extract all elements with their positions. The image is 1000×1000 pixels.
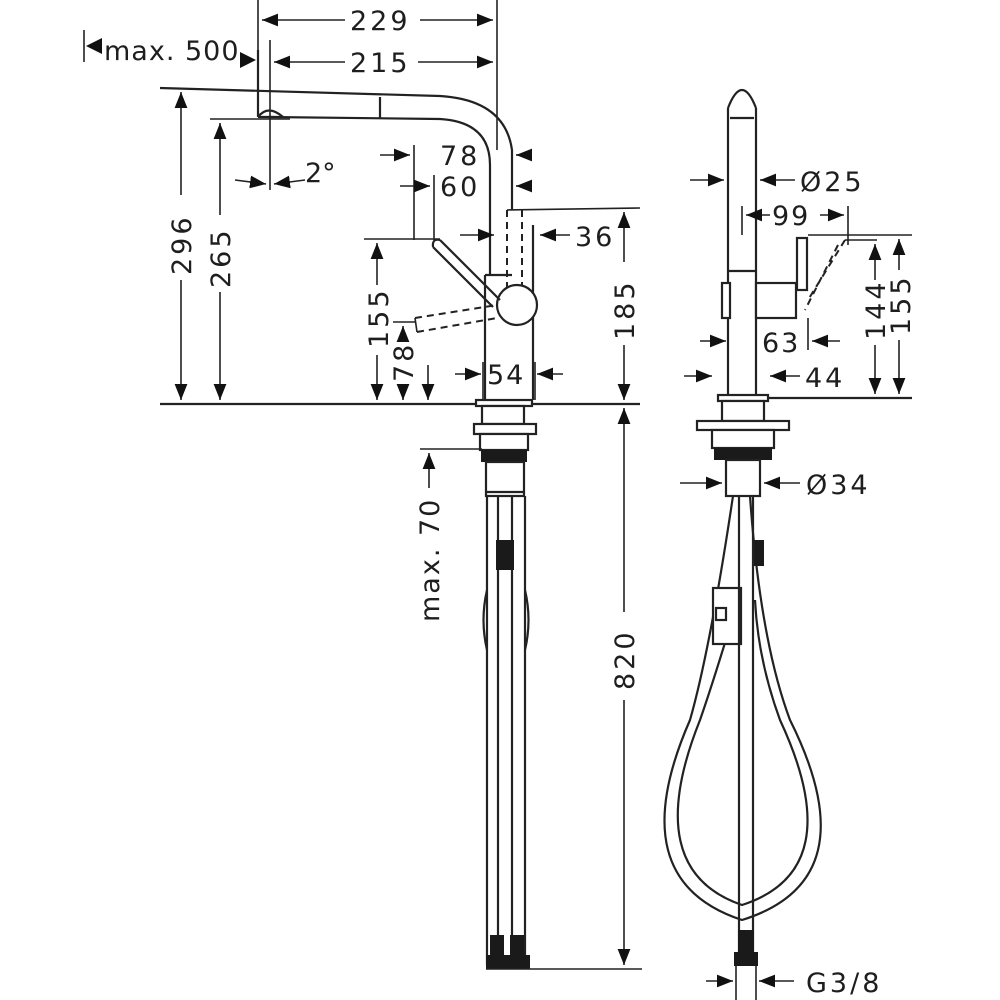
dim-height-296: 296 — [167, 92, 198, 400]
dim-spout-reach: 215 — [269, 40, 493, 190]
dim-label-60: 60 — [440, 172, 480, 203]
dim-connection-thread: G3/8 — [706, 966, 882, 1000]
dim-label-dia-34: Ø34 — [806, 470, 871, 501]
dim-handle-78-60: 78 60 — [380, 141, 532, 240]
dim-body-54: 54 — [455, 360, 563, 400]
pullout-hose-loop — [663, 495, 822, 966]
faucet-body — [414, 225, 539, 498]
dim-label-max-70: max. 70 — [415, 498, 446, 622]
dim-lever-155: 155 — [364, 238, 440, 400]
dim-spout-tube-36: 36 — [460, 222, 615, 253]
dim-body-185: 185 — [610, 212, 641, 400]
dim-label-36: 36 — [575, 222, 615, 253]
dim-height-265: 265 — [206, 118, 290, 400]
supply-hoses — [482, 496, 530, 969]
dim-label-185: 185 — [610, 279, 641, 340]
dim-label-265: 265 — [206, 227, 237, 288]
dim-label-820: 820 — [610, 629, 641, 690]
dim-handle-99: 99 — [741, 201, 849, 245]
side-view: Ø25 99 63 44 144 — [663, 88, 917, 1000]
dim-label-dia-25: Ø25 — [800, 167, 865, 198]
dim-label-215: 215 — [350, 48, 411, 79]
dim-label-2-degrees: 2° — [305, 158, 336, 189]
dim-label-229: 229 — [350, 6, 411, 37]
dim-label-54: 54 — [487, 360, 525, 391]
dim-label-155-front: 155 — [364, 287, 395, 348]
dim-label-g3-8: G3/8 — [806, 968, 882, 999]
dim-max-reach: max. 500 — [83, 30, 256, 68]
dim-spout-angle: 2° — [234, 158, 336, 189]
dim-label-155-side: 155 — [886, 274, 917, 335]
front-view: 229 max. 500 215 2° 78 — [83, 0, 642, 970]
dim-label-max-500: max. 500 — [104, 36, 240, 67]
dim-label-78-low: 78 — [389, 342, 420, 382]
dim-handle-144: 144 — [861, 244, 892, 394]
dim-lever-78: 78 — [389, 321, 435, 400]
dim-shank-diameter: Ø34 — [680, 470, 871, 501]
dim-label-44: 44 — [805, 363, 845, 394]
dim-handle-63: 63 — [700, 318, 840, 359]
dim-spout-diameter: Ø25 — [690, 167, 865, 198]
dim-label-99: 99 — [772, 201, 810, 232]
dim-max-70: max. 70 — [415, 448, 482, 622]
dim-handle-155-side: 155 — [808, 234, 917, 394]
dim-label-296: 296 — [167, 214, 198, 275]
dim-label-144: 144 — [861, 279, 892, 340]
dim-base-44: 44 — [684, 363, 845, 394]
dim-label-63: 63 — [762, 328, 800, 359]
dim-hose-820: 820 — [486, 408, 642, 970]
dim-overall-width: 229 — [257, 0, 498, 150]
spout-column — [695, 88, 877, 498]
dim-label-78-top: 78 — [440, 141, 480, 172]
